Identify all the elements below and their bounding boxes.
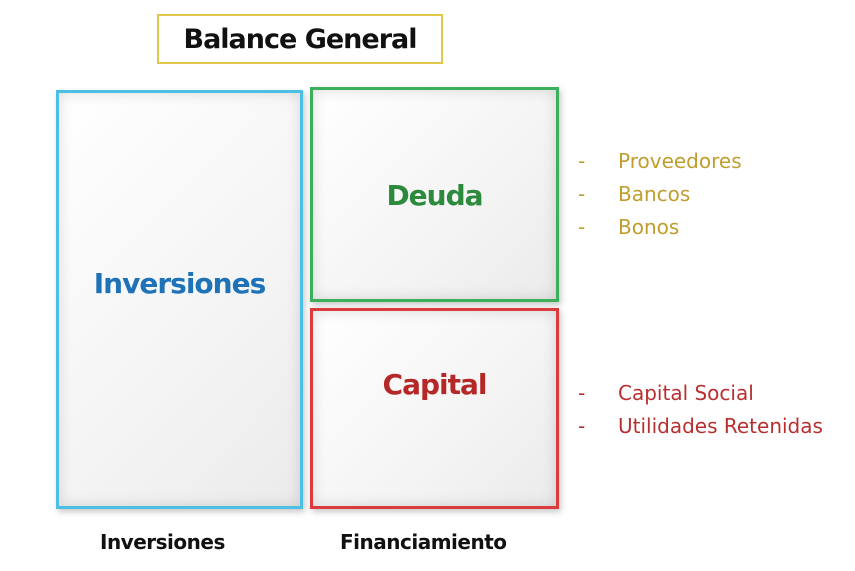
list-bullet: - [578, 414, 586, 438]
deuda-item-list: - Proveedores - Bancos - Bonos [578, 145, 742, 244]
list-bullet: - [578, 381, 586, 405]
deuda-box: Deuda [310, 87, 559, 302]
list-bullet: - [578, 182, 586, 206]
capital-box: Capital [310, 308, 559, 509]
list-item: - Bancos [578, 178, 742, 211]
footer-financiamiento-label: Financiamiento [340, 530, 507, 554]
list-item-label: Bancos [618, 182, 691, 206]
deuda-label: Deuda [386, 179, 483, 212]
capital-label: Capital [382, 368, 488, 401]
capital-item-list: - Capital Social - Utilidades Retenidas [578, 377, 823, 443]
list-item-label: Proveedores [618, 149, 742, 173]
list-bullet: - [578, 149, 586, 173]
diagram-title: Balance General [157, 14, 443, 64]
inversiones-label: Inversiones [93, 267, 266, 300]
diagram-title-text: Balance General [183, 23, 417, 55]
list-item-label: Bonos [618, 215, 680, 239]
list-item: - Bonos [578, 211, 742, 244]
list-item: - Proveedores [578, 145, 742, 178]
list-bullet: - [578, 215, 586, 239]
inversiones-box: Inversiones [56, 90, 303, 509]
list-item-label: Utilidades Retenidas [618, 414, 823, 438]
footer-inversiones-label: Inversiones [100, 530, 225, 554]
list-item: - Capital Social [578, 377, 823, 410]
list-item: - Utilidades Retenidas [578, 410, 823, 443]
list-item-label: Capital Social [618, 381, 754, 405]
